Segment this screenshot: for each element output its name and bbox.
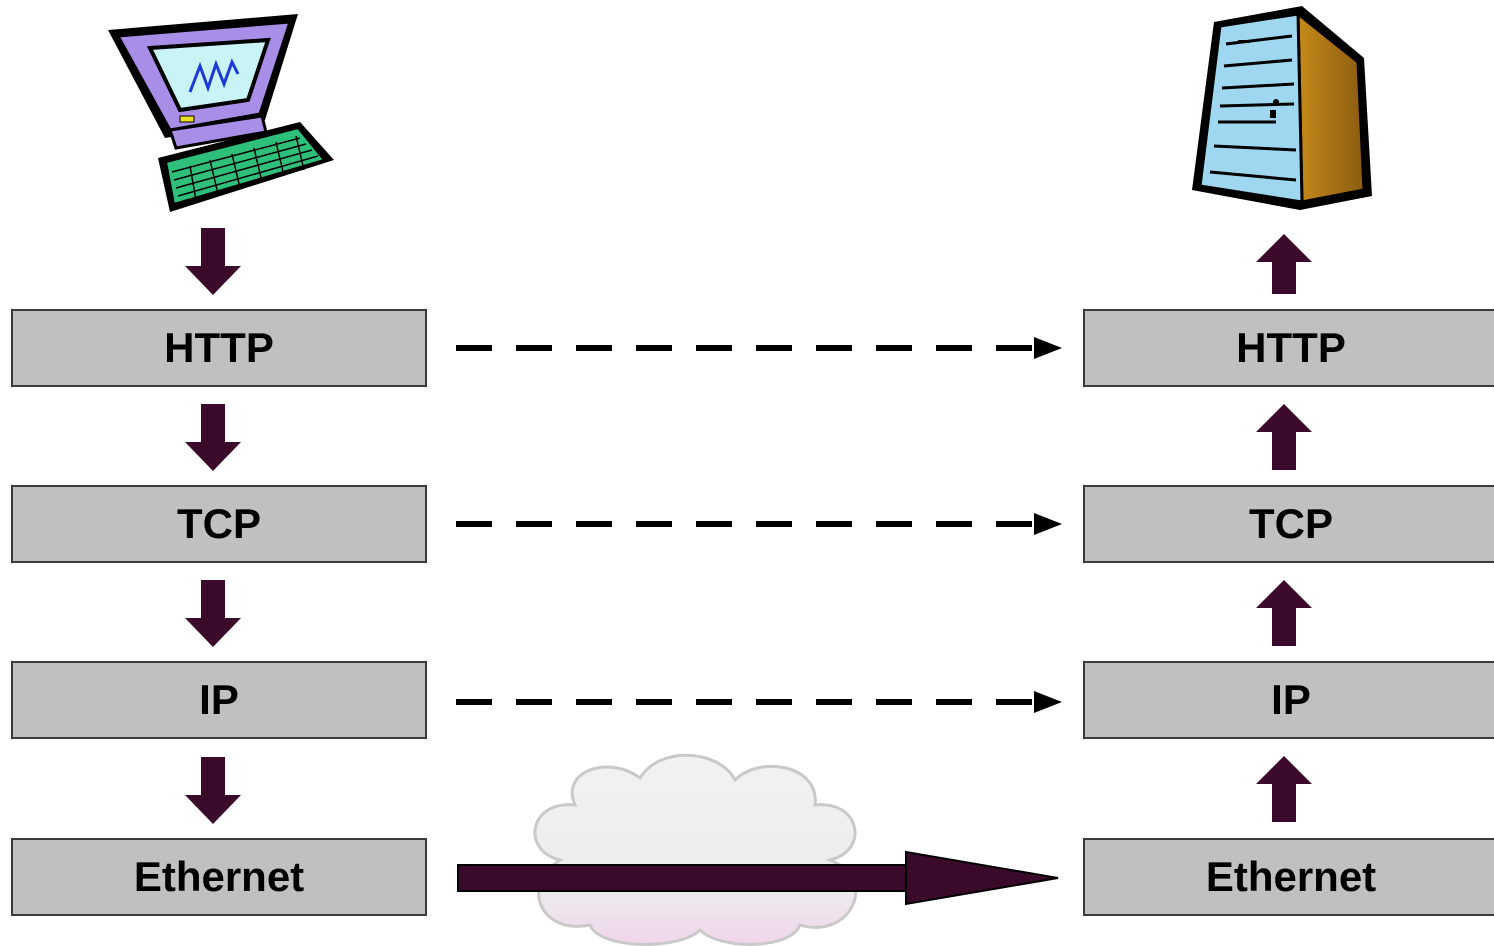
down-arrow-icon [185, 404, 241, 471]
up-arrow-icon [1256, 234, 1312, 294]
client-layer-tcp: TCP [11, 485, 427, 563]
up-arrow-icon [1256, 580, 1312, 646]
up-arrow-icon [1256, 404, 1312, 470]
dashed-arrow-icon [456, 337, 1062, 359]
down-arrow-icon [185, 757, 241, 824]
client-down-arrows [185, 228, 241, 824]
dashed-arrow-icon [456, 513, 1062, 535]
peer-arrows [456, 337, 1062, 713]
server-layer-ip: IP [1083, 661, 1494, 739]
dashed-arrow-icon [456, 691, 1062, 713]
network-arrow-icon [457, 850, 1059, 906]
up-arrow-icon [1256, 756, 1312, 822]
server-tower-icon [1192, 6, 1372, 210]
client-layer-ethernet: Ethernet [11, 838, 427, 916]
server-layer-tcp: TCP [1083, 485, 1494, 563]
cloud-icon [533, 753, 858, 946]
server-layer-http: HTTP [1083, 309, 1494, 387]
client-layer-http: HTTP [11, 309, 427, 387]
down-arrow-icon [185, 228, 241, 295]
server-layer-ethernet: Ethernet [1083, 838, 1494, 916]
down-arrow-icon [185, 580, 241, 647]
desktop-computer-icon [108, 14, 334, 212]
client-layer-ip: IP [11, 661, 427, 739]
server-up-arrows [1256, 234, 1312, 822]
